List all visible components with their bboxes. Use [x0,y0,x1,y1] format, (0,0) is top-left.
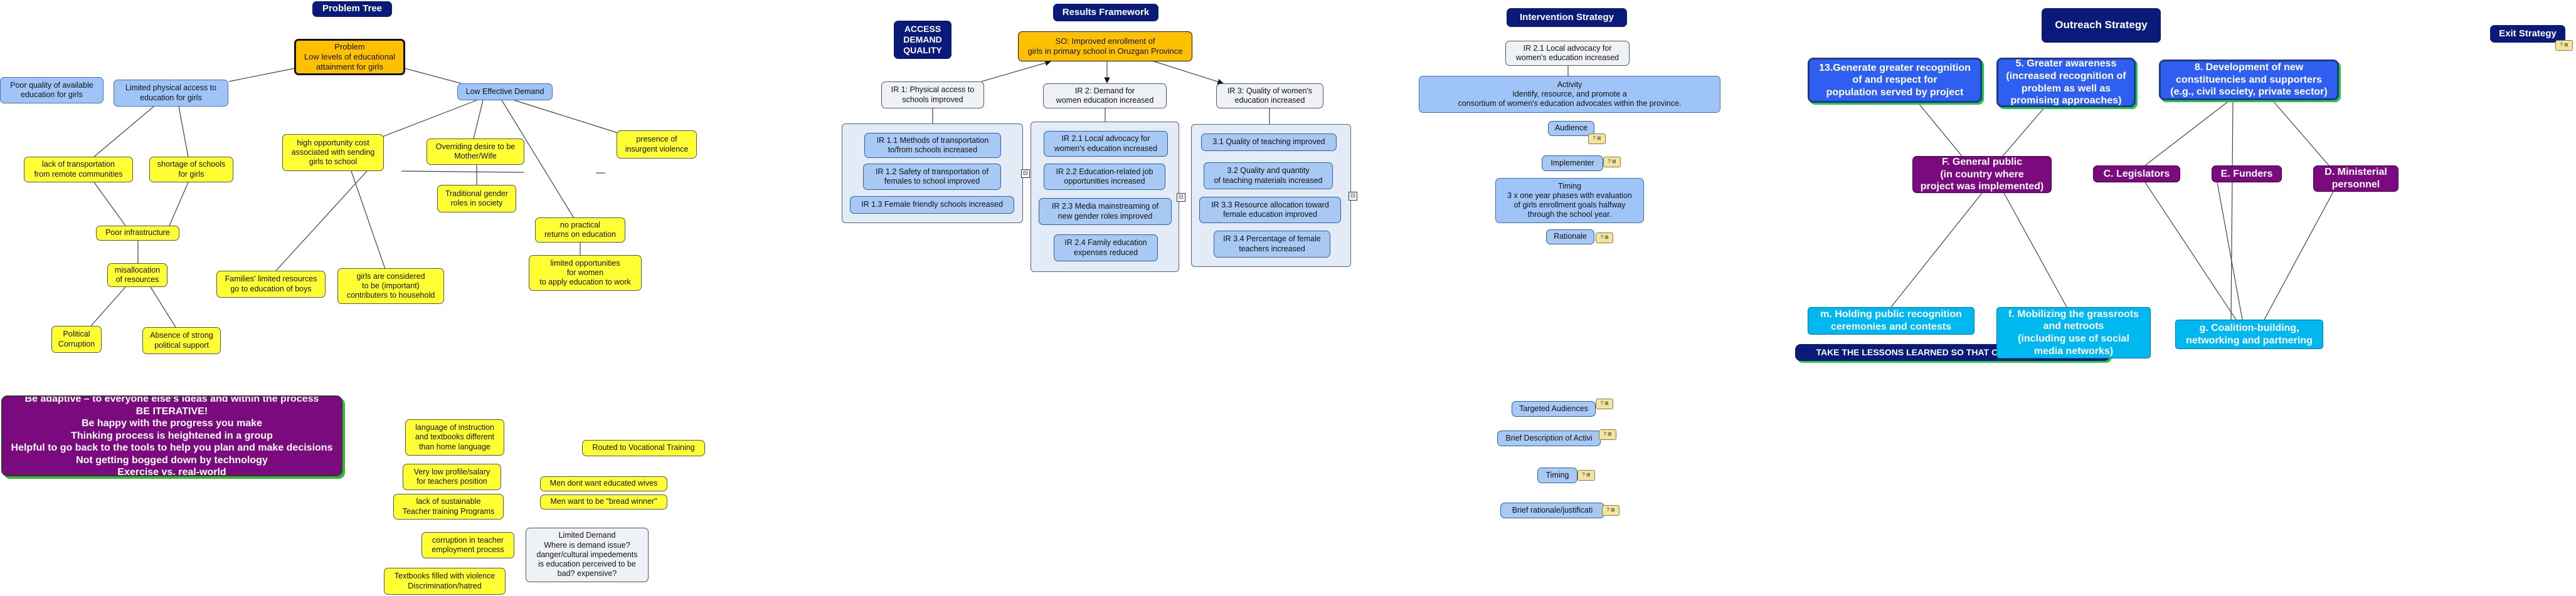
note-corruption-teacher[interactable]: corruption in teacher employment process [421,532,514,558]
outreach-13-node[interactable]: 13.Generate greater recognition of and r… [1808,58,1982,103]
cause-absence-support[interactable]: Absence of strong political support [142,327,221,354]
ir3-4-node[interactable]: IR 3.4 Percentage of female teachers inc… [1214,231,1330,258]
note-textbooks-violence[interactable]: Textbooks filled with violence Discrimin… [384,568,506,595]
so-node[interactable]: SO: Improved enrollment of girls in prim… [1018,31,1192,61]
audience-tag-icon[interactable]: ? ⊞ [1588,133,1606,144]
ir2-1-node[interactable]: IR 2.1 Local advocacy for women's educat… [1044,131,1168,157]
cause-families-limited[interactable]: Families' limited resources go to educat… [216,271,326,298]
ir3-collapse-icon[interactable]: ⊟ [1349,192,1357,201]
timing-detail-node[interactable]: Timing 3 x one year phases with evaluati… [1495,178,1644,223]
cause-shortage-schools[interactable]: shortage of schools for girls [149,157,233,182]
note-limited-demand[interactable]: Limited Demand Where is demand issue? da… [526,528,649,582]
header-problem-tree: Problem Tree [312,1,392,17]
outreach-d-ministerial[interactable]: D. Ministerial personnel [2313,165,2398,192]
ir2-3-node[interactable]: IR 2.3 Media mainstreaming of new gender… [1039,198,1172,225]
implementer-node[interactable]: Implementer [1542,155,1603,171]
ir1-node[interactable]: IR 1: Physical access to schools improve… [881,81,984,108]
header-intervention-strategy: Intervention Strategy [1507,8,1627,27]
problem-poor-quality[interactable]: Poor quality of available education for … [0,77,103,103]
be-adaptive-note[interactable]: Be adaptive – to everyone else's ideas a… [1,395,342,476]
problem-low-demand[interactable]: Low Effective Demand [457,83,553,100]
targeted-audiences-tag-icon[interactable]: ? ⊞ [1596,399,1613,409]
implementer-tag-icon[interactable]: ? ⊞ [1603,157,1621,167]
outreach-c-legislators[interactable]: C. Legislators [2093,165,2180,182]
ir1-collapse-icon[interactable]: ⊟ [1021,169,1030,178]
core-problem[interactable]: Problem Low levels of educational attain… [294,39,405,75]
ir2-collapse-icon[interactable]: ⊟ [1177,193,1185,202]
note-men-dont-want[interactable]: Men dont want educated wives [540,476,667,491]
cause-poor-infrastructure[interactable]: Poor infrastructure [96,226,179,241]
timing-tag-icon[interactable]: ? ⊞ [1577,470,1595,481]
outreach-8-node[interactable]: 8. Development of new constituencies and… [2159,60,2339,100]
cause-girls-considered[interactable]: girls are considered to be (important) c… [337,268,444,304]
cause-lack-transport[interactable]: lack of transportation from remote commu… [24,157,133,182]
outreach-f-mobilizing[interactable]: f. Mobilizing the grassroots and netroot… [1996,307,2151,358]
problem-limited-access[interactable]: Limited physical access to education for… [114,80,228,107]
cause-insurgent-violence[interactable]: presence of insurgent violence [617,130,697,159]
ir1-3-node[interactable]: IR 1.3 Female friendly schools increased [850,196,1014,214]
rationale-tag-icon[interactable]: ? ⊞ [1596,233,1613,243]
outreach-m-ceremonies[interactable]: m. Holding public recognition ceremonies… [1808,307,1974,335]
ir1-2-node[interactable]: IR 1.2 Safety of transportation of femal… [863,164,1001,190]
ir3-node[interactable]: IR 3: Quality of women's education incre… [1216,83,1323,108]
header-outreach-strategy: Outreach Strategy [2042,8,2161,43]
outreach-g-coalition[interactable]: g. Coalition-building, networking and pa… [2175,320,2323,349]
note-lack-sustainable[interactable]: lack of sustainable Teacher training Pro… [393,494,504,520]
note-routed-vocational[interactable]: Routed to Vocational Training [582,440,705,456]
cause-misallocation[interactable]: misallocation of resources [107,263,167,287]
timing-node[interactable]: Timing [1537,468,1577,483]
ir3-3-node[interactable]: IR 3.3 Resource allocation toward female… [1199,197,1341,223]
ir3-1-node[interactable]: 3.1 Quality of teaching improved [1201,133,1337,151]
outreach-5-node[interactable]: 5. Greater awareness (increased recognit… [1996,58,2136,107]
brief-description-node[interactable]: Brief Description of Activi [1497,431,1601,446]
cause-political-corruption[interactable]: Political Corruption [51,326,102,353]
note-language-instruction[interactable]: language of instruction and textbooks di… [405,419,504,456]
ir2-node[interactable]: IR 2: Demand for women education increas… [1043,83,1167,108]
outreach-e-funders[interactable]: E. Funders [2212,165,2282,182]
cause-high-opportunity-cost[interactable]: high opportunity cost associated with se… [282,134,384,171]
cause-no-practical-returns[interactable]: no practical returns on education [535,217,625,243]
note-very-low-salary[interactable]: Very low profile/salary for teachers pos… [403,464,501,490]
exit-strategy-tag-icon[interactable]: ? ⊞ [2555,40,2573,51]
audience-node[interactable]: Audience [1548,121,1594,136]
ir2-4-node[interactable]: IR 2.4 Family education expenses reduced [1054,234,1158,261]
brief-rationale-node[interactable]: Brief rationale/justificati [1500,503,1604,518]
header-exit-strategy: Exit Strategy [2490,25,2565,43]
ir2-2-node[interactable]: IR 2.2 Education-related job opportuniti… [1044,164,1165,190]
outreach-f-general-public[interactable]: F. General public (in country where proj… [1912,156,2052,193]
rationale-node[interactable]: Rationale [1546,229,1594,244]
header-access-demand-quality: ACCESS DEMAND QUALITY [894,21,951,59]
targeted-audiences-node[interactable]: Targeted Audiences [1512,401,1596,417]
cause-overriding-desire[interactable]: Overriding desire to be Mother/Wife [427,139,524,165]
ir3-2-node[interactable]: 3.2 Quality and quantity of teaching mat… [1204,162,1333,189]
cause-traditional-gender[interactable]: Traditional gender roles in society [437,185,516,212]
brief-rationale-tag-icon[interactable]: ? ⊞ [1602,505,1619,516]
ir1-1-node[interactable]: IR 1.1 Methods of transportation to/from… [864,133,1001,158]
header-results-framework: Results Framework [1053,4,1158,21]
cause-limited-opportunities[interactable]: limited opportunities for women to apply… [529,255,642,291]
intervention-ir2-1-node[interactable]: IR 2.1 Local advocacy for women's educat… [1505,41,1630,66]
activity-node[interactable]: Activity Identify, resource, and promote… [1419,76,1720,113]
brief-description-tag-icon[interactable]: ? ⊞ [1599,429,1616,440]
note-men-want[interactable]: Men want to be "bread winner" [540,494,667,510]
